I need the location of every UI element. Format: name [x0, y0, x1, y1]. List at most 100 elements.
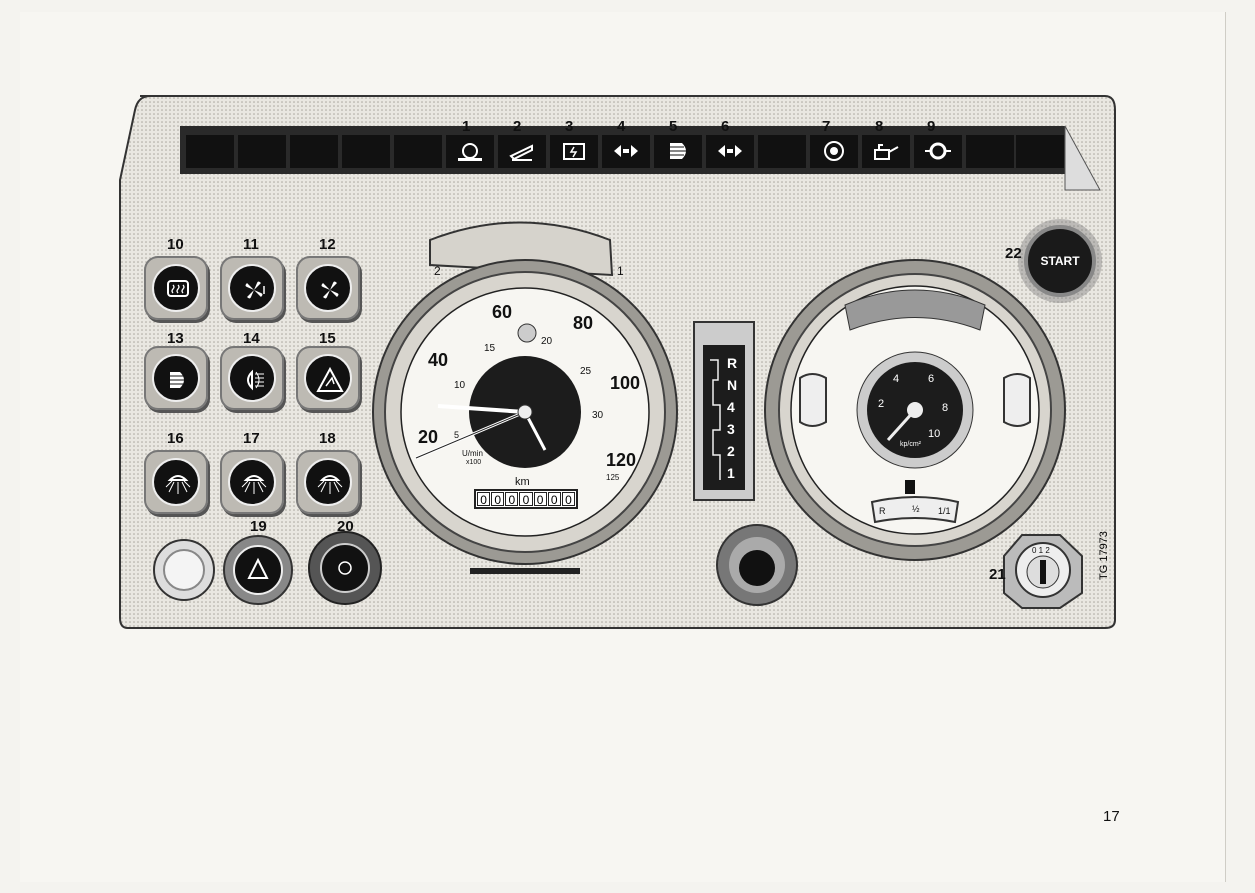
switch-number: 19	[250, 518, 267, 535]
indicator-lamp-blank	[186, 135, 234, 168]
switch-number: 14	[243, 330, 260, 347]
rear-window-heater-switch[interactable]	[144, 256, 208, 320]
tab-right-number: 1	[617, 264, 624, 278]
switch-number: 20	[337, 518, 354, 535]
switch-number: 17	[243, 430, 260, 447]
speedo-tick: 20	[418, 427, 439, 447]
odometer-digit: 0	[533, 492, 547, 507]
work-lamp-switch-2[interactable]	[220, 450, 284, 514]
hazard-cab-switch[interactable]	[296, 346, 360, 410]
switch-number: 10	[167, 236, 184, 253]
indicator-lamp-blank	[290, 135, 338, 168]
gear-letter: 3	[727, 421, 735, 437]
pressure-unit: kp/cm²	[900, 441, 921, 448]
switch-number: 12	[319, 236, 336, 253]
ignition-key-switch	[1003, 534, 1083, 609]
brake-warning-lamp	[446, 135, 494, 168]
turn-signal-lamp-2	[706, 135, 754, 168]
indicator-number: 7	[822, 118, 831, 135]
indicator-lamp-blank	[342, 135, 390, 168]
speedo-tick: 100	[610, 373, 641, 393]
rear-heater-icon	[167, 280, 189, 297]
headlamp-switch[interactable]	[144, 346, 208, 410]
rpm-unit: U/min	[462, 449, 483, 458]
indicator-number: 3	[565, 118, 574, 135]
parking-brake-lamp	[810, 135, 858, 168]
odometer-digit: 0	[491, 492, 505, 507]
start-button[interactable]: START	[1024, 225, 1096, 297]
indicator-lamp-blank	[238, 135, 286, 168]
pressure-tick: 4	[893, 373, 900, 385]
page-number: 17	[1103, 808, 1120, 825]
work-lamp-switch-3[interactable]	[296, 450, 360, 514]
speedo-tick: 60	[492, 302, 513, 322]
odometer-digit: 0	[561, 492, 575, 507]
gear-knob-button[interactable]	[717, 525, 797, 605]
turn-signal-icon	[718, 145, 742, 157]
indicator-number: 8	[875, 118, 884, 135]
gear-letter: N	[727, 377, 738, 393]
switch-number: 16	[167, 430, 184, 447]
speedometer	[372, 221, 678, 574]
tab-left-number: 2	[434, 264, 441, 278]
fan-icon	[321, 281, 339, 299]
switch-number: 15	[319, 330, 336, 347]
indicator-number: 5	[669, 118, 678, 135]
rpm-tick: 15	[484, 343, 496, 354]
parking-brake-icon	[824, 141, 844, 161]
pressure-tick: 8	[942, 402, 949, 414]
fog-lamp-icon	[247, 369, 264, 391]
fuel-tick: R	[879, 506, 886, 516]
gear-knob	[716, 524, 798, 606]
figure-code: TG 17973	[1098, 531, 1110, 580]
gear-selector	[693, 321, 755, 501]
turn-signal-lamp-1	[602, 135, 650, 168]
pressure-tick: 2	[878, 398, 885, 410]
fuel-tick: ½	[912, 504, 920, 514]
turn-signal-icon	[614, 145, 638, 157]
indicator-number: 1	[462, 118, 471, 135]
battery-charge-lamp	[550, 135, 598, 168]
work-lamp-switch-1[interactable]	[144, 450, 208, 514]
work-lamp-icon	[317, 475, 343, 494]
odometer-digit: 0	[505, 492, 519, 507]
fan-icon	[245, 281, 265, 299]
brake-circuit-icon	[925, 142, 951, 160]
key-number: 21	[989, 566, 1006, 583]
key-positions: 0 1 2	[1032, 546, 1050, 555]
rpm-scale: x100	[466, 459, 482, 466]
odometer-digit: 0	[547, 492, 561, 507]
switch-number: 18	[319, 430, 336, 447]
pressure-tick: 6	[928, 373, 935, 385]
fog-lamp-switch[interactable]	[220, 346, 284, 410]
gear-letter: R	[727, 355, 738, 371]
odometer-digit: 0	[477, 492, 491, 507]
fan-switch-stage-2[interactable]	[220, 256, 284, 320]
fan-switch-stage-1[interactable]	[296, 256, 360, 320]
odometer-label: km	[515, 476, 530, 488]
indicator-lamp-blank	[966, 135, 1014, 168]
combination-gauge	[764, 259, 1066, 561]
main-beam-lamp	[654, 135, 702, 168]
main-beam-icon	[670, 143, 686, 159]
oil-can-icon	[874, 144, 899, 160]
instrument-light-dimmer[interactable]	[309, 532, 381, 604]
switch-number: 11	[243, 236, 259, 253]
rpm-tick: 30	[592, 410, 604, 421]
indicator-lamp-blank	[1016, 135, 1064, 168]
odometer: 0 0 0 0 0 0 0	[474, 489, 578, 509]
rpm-tick: 5	[454, 430, 460, 440]
start-number: 22	[1005, 245, 1022, 262]
indicator-lamp-blank	[394, 135, 442, 168]
brake-icon	[458, 143, 482, 161]
indicator-number: 6	[721, 118, 730, 135]
battery-icon	[563, 143, 585, 160]
switch-number: 13	[167, 330, 184, 347]
hazard-warning-switch[interactable]	[224, 536, 292, 604]
indicator-number: 2	[513, 118, 522, 135]
pressure-tick: 10	[928, 428, 941, 440]
brake-circuit-lamp	[914, 135, 962, 168]
gear-letter: 1	[727, 465, 735, 481]
cigarette-lighter[interactable]	[154, 540, 214, 600]
